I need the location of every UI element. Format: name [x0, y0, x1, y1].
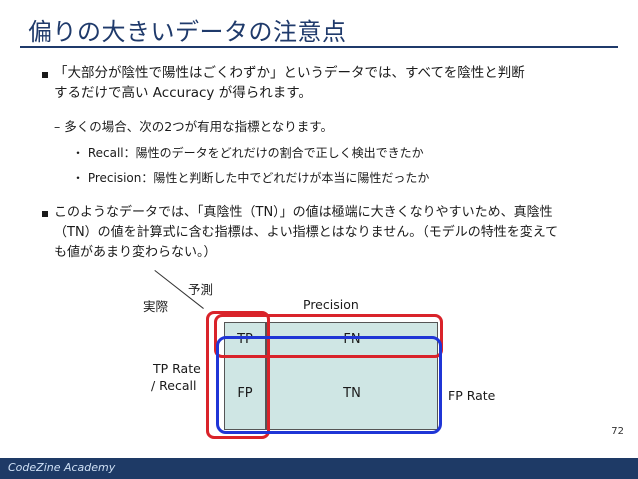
bullet-marker	[42, 211, 48, 217]
bullet-1-line-1: 「大部分が陰性で陽性はごくわずか」というデータでは、すべてを陰性と判断	[54, 65, 525, 81]
footer-bar: CodeZine Academy	[0, 458, 638, 479]
title-divider	[20, 46, 618, 48]
footer-brand: CodeZine Academy	[8, 461, 116, 474]
actual-label: 実際	[143, 299, 169, 314]
predicted-label: 予測	[188, 282, 214, 297]
bullet-1-line-2: するだけで高い Accuracy が得られます。	[54, 85, 312, 101]
sub-point: – 多くの場合、次の2つが有用な指標となります。	[54, 119, 334, 134]
tp-rate-label: TP Rate	[153, 361, 201, 376]
bullet-marker	[42, 72, 48, 78]
cell-tp: TP	[224, 322, 266, 356]
page-title: 偏りの大きいデータの注意点	[28, 18, 347, 46]
sub-item-precision: ・ Precision：陽性と判断した中でどれだけが本当に陽性だったか	[72, 171, 430, 185]
page-number: 72	[611, 426, 624, 437]
fp-rate-label: FP Rate	[448, 388, 496, 403]
cell-fp: FP	[224, 356, 266, 430]
cell-tn: TN	[266, 356, 438, 430]
sub-item-recall: ・ Recall：陽性のデータをどれだけの割合で正しく検出できたか	[72, 146, 424, 160]
recall-label: / Recall	[151, 378, 197, 393]
precision-highlight	[214, 314, 443, 358]
recall-highlight	[206, 311, 270, 439]
bullet-2-line-1: このようなデータでは、「真陰性（TN）」の値は極端に大きくなりやすいため、真陰性	[54, 205, 553, 220]
precision-label: Precision	[303, 297, 359, 312]
bullet-2-line-3: も値があまり変わらない。）	[54, 245, 217, 260]
bullet-2-line-2: （TN）の値を計算式に含む指標は、よい指標とはなりません。（モデルの特性を変えて	[54, 225, 559, 240]
fp-rate-highlight	[216, 336, 442, 434]
